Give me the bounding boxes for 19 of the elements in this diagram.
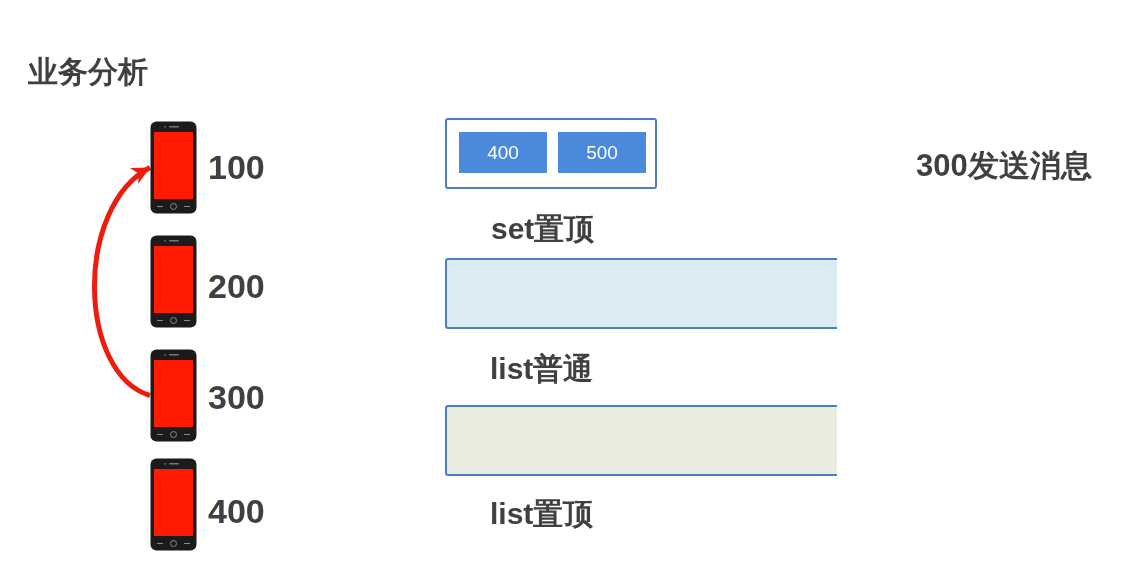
number-tile: 400 [459, 132, 547, 173]
number-label: 400 [208, 492, 265, 532]
list-band [445, 405, 837, 476]
note-text: 300发送消息 [916, 148, 1092, 184]
section-label: set置顶 [491, 212, 595, 247]
number-label: 300 [208, 378, 265, 418]
number-label: 100 [208, 148, 265, 188]
phone-icon [150, 235, 197, 328]
curved-arrow [92, 165, 152, 398]
number-tile: 500 [558, 132, 646, 173]
section-label: list置顶 [490, 497, 594, 532]
container-box [445, 118, 657, 189]
phone-icon [150, 349, 197, 442]
number-label: 200 [208, 267, 265, 307]
page-title: 业务分析 [28, 55, 148, 90]
phone-icon [150, 121, 197, 214]
section-label: list普通 [490, 352, 594, 387]
list-band [445, 258, 837, 329]
phone-icon [150, 458, 197, 551]
